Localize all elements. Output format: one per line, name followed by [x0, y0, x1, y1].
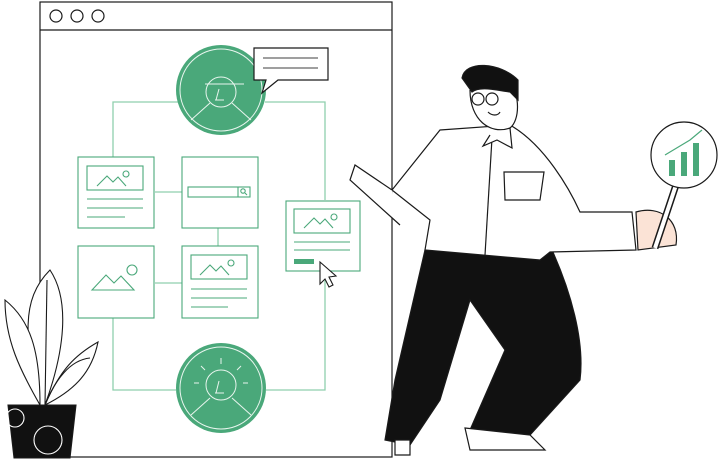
glasses-icon	[471, 92, 499, 106]
cta-button	[294, 259, 314, 264]
image-card-icon	[181, 245, 259, 319]
pants	[384, 249, 582, 446]
window-dots-icon	[49, 9, 105, 23]
user-node-icon	[176, 45, 266, 135]
cta-card	[285, 200, 361, 272]
cursor-icon	[319, 260, 338, 288]
speech-bubble-icon	[253, 47, 329, 95]
magnifier-chart-icon	[650, 121, 718, 250]
person-figure	[349, 64, 678, 456]
image-card-icon	[77, 156, 155, 229]
search-card	[181, 156, 259, 229]
image-placeholder-icon	[77, 245, 155, 319]
arm-left	[349, 164, 401, 226]
search-icon	[240, 188, 248, 196]
idea-node-icon	[176, 343, 266, 433]
flow-connectors	[112, 101, 326, 391]
hair	[461, 64, 519, 102]
plant-icon	[4, 269, 99, 459]
